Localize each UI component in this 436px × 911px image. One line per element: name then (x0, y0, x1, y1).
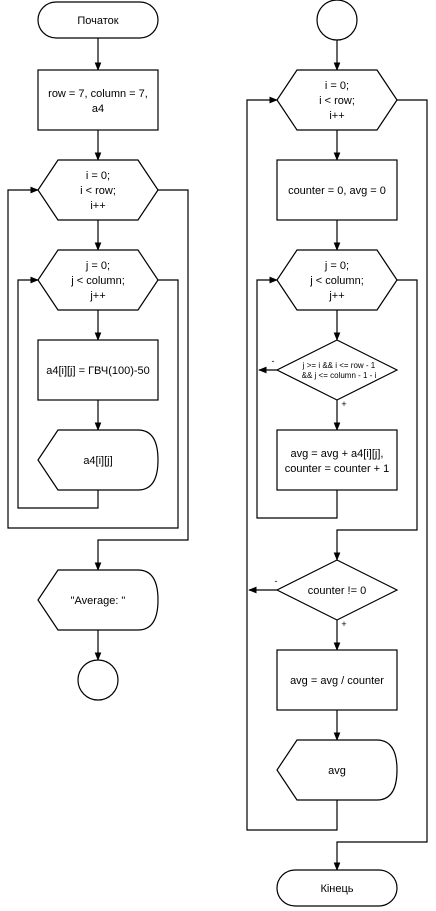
left-output-display: a4[i][j] (37, 429, 159, 491)
right-check-label: counter != 0 (308, 585, 366, 597)
right-condition-yes-label: + (341, 399, 346, 409)
right-condition-no-label: - (272, 356, 275, 366)
left-init-line-1: row = 7, column = 7, (48, 88, 148, 100)
left-connector-circle (77, 659, 119, 701)
right-edge-inner-exit (333, 279, 418, 561)
right-condition-line-1: j >= i && i <= row - 1 (302, 361, 376, 370)
left-loop-j-line-1: j = 0; (85, 260, 110, 272)
right-check-diamond: counter != 0 (275, 559, 399, 621)
right-edge-outer-exit (333, 99, 428, 871)
left-print-average-label: "Average: " (71, 595, 126, 607)
right-end-label: Кінець (320, 883, 353, 895)
right-divide-label: avg = avg / counter (290, 675, 384, 687)
left-assign-label: a4[i][j] = ГВЧ(100)-50 (46, 365, 150, 377)
right-reset-label: counter = 0, avg = 0 (288, 185, 386, 197)
right-divide-process: avg = avg / counter (276, 649, 398, 711)
right-edge-inner-loop-back (256, 276, 338, 519)
right-check-yes-label: + (341, 619, 346, 629)
right-loop-j-line-3: j++ (328, 290, 344, 302)
left-init-process: row = 7, column = 7, a4 (37, 69, 159, 131)
right-condition-line-2: && j <= column - 1 - i (302, 371, 377, 380)
right-edge-outer-loop-back (246, 96, 338, 831)
right-condition-diamond: j >= i && i <= row - 1 && j <= column - … (275, 339, 399, 401)
left-loop-i-line-2: i < row; (80, 185, 116, 197)
right-output-display: avg (276, 739, 398, 801)
right-accumulate-line-1: avg = avg + a4[i][j], (291, 448, 384, 460)
right-reset-process: counter = 0, avg = 0 (276, 159, 398, 221)
left-loop-i-line-3: i++ (90, 200, 105, 212)
left-loop-i-hexagon: i = 0; i < row; i++ (37, 159, 159, 221)
right-loop-i-line-1: i = 0; (325, 80, 349, 92)
left-assign-process: a4[i][j] = ГВЧ(100)-50 (37, 339, 159, 401)
left-output-label: a4[i][j] (83, 455, 112, 467)
right-accumulate-line-2: counter = counter + 1 (285, 463, 390, 475)
right-loop-j-line-2: j < column; (309, 275, 364, 287)
right-loop-j-hexagon: j = 0; j < column; j++ (276, 249, 398, 311)
right-connector-circle (316, 0, 358, 41)
right-end-terminator: Кінець (276, 869, 398, 907)
left-edge-outer-exit (94, 189, 189, 571)
left-init-line-2: a4 (92, 103, 104, 115)
right-accumulate-process: avg = avg + a4[i][j], counter = counter … (276, 429, 398, 491)
left-edge-inner-exit-outer-back (7, 186, 179, 529)
right-check-no-label: - (275, 576, 278, 586)
left-start-terminator: Початок (37, 1, 159, 39)
right-loop-j-line-1: j = 0; (324, 260, 349, 272)
left-print-average-display: "Average: " (37, 569, 159, 631)
right-output-label: avg (328, 765, 346, 777)
right-loop-i-line-2: i < row; (319, 95, 355, 107)
left-edge-inner-loop-back (17, 276, 99, 509)
left-start-label: Початок (77, 15, 118, 27)
right-loop-i-hexagon: i = 0; i < row; i++ (276, 69, 398, 131)
left-loop-j-line-3: j++ (89, 290, 105, 302)
left-loop-j-hexagon: j = 0; j < column; j++ (37, 249, 159, 311)
left-loop-i-line-1: i = 0; (86, 170, 110, 182)
left-loop-j-line-2: j < column; (70, 275, 125, 287)
right-loop-i-line-3: i++ (329, 110, 344, 122)
